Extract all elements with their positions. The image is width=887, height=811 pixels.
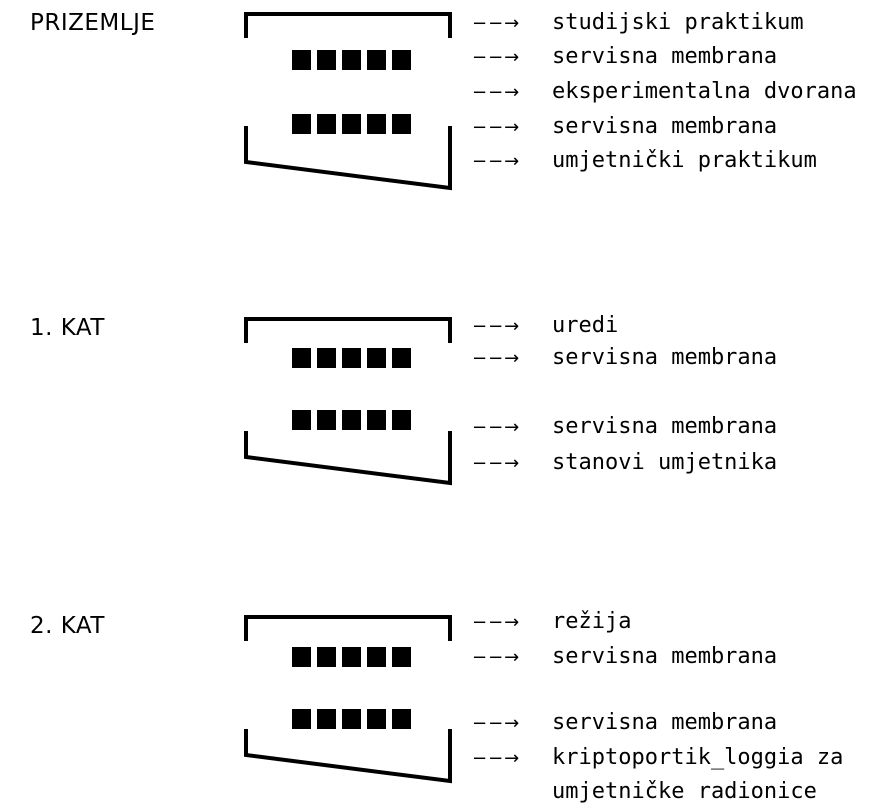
plan-blocks-bottom [292,709,411,729]
arrow-icon: −−→ [472,713,521,734]
plan-blocks-bottom [292,410,411,430]
arrow-icon: −−→ [472,417,521,438]
plan-blocks-bottom [292,114,411,134]
legend-item: −−→servisna membrana [472,42,777,72]
arrow-icon: −−→ [472,117,521,138]
plan-top-bracket [244,12,452,38]
level-prizemlje: PRIZEMLJE −−→studijski praktikum −−→serv… [0,0,887,200]
arrow-icon: −−→ [472,82,521,103]
legend-item: −−→režija [472,607,631,637]
legend-list: −−→režija −−→servisna membrana −−→servis… [472,603,887,804]
level-label: 2. KAT [30,613,105,639]
legend-item: −−→servisna membrana [472,412,777,442]
arrow-icon: −−→ [472,748,521,769]
plan-blocks-top [292,647,411,667]
level-2-kat: 2. KAT −−→režija −−→servisna membrana −−… [0,603,887,804]
legend-item: −−→studijski praktikum [472,8,804,38]
plan-bottom-bracket [244,729,452,784]
legend-item-continuation: umjetničke radionice [552,779,817,804]
legend-item: −−→kriptoportik_loggia za [472,743,843,773]
floor-plan-diagram [244,12,452,191]
plan-bottom-bracket [244,431,452,486]
level-label: 1. KAT [30,315,105,341]
legend-item: −−→servisna membrana [472,112,777,142]
legend-item: −−→servisna membrana [472,343,777,373]
plan-top-bracket [244,317,452,343]
legend-list: −−→studijski praktikum −−→servisna membr… [472,0,887,200]
legend-item: −−→uredi [472,311,618,341]
legend-item: −−→umjetnički praktikum [472,146,817,176]
legend-item: −−→servisna membrana [472,708,777,738]
arrow-icon: −−→ [472,348,521,369]
plan-blocks-top [292,348,411,368]
level-1-kat: 1. KAT −−→uredi −−→servisna membrana −−→… [0,305,887,505]
plan-blocks-top [292,50,411,70]
legend-item: −−→servisna membrana [472,642,777,672]
arrow-icon: −−→ [472,316,521,337]
plan-top-bracket [244,615,452,641]
arrow-icon: −−→ [472,151,521,172]
legend-item: −−→stanovi umjetnika [472,448,777,478]
arrow-icon: −−→ [472,47,521,68]
plan-bottom-bracket [244,126,452,191]
legend-item: −−→eksperimentalna dvorana [472,77,857,107]
floor-plan-diagram [244,317,452,486]
legend-list: −−→uredi −−→servisna membrana −−→servisn… [472,305,887,505]
floor-plan-diagram [244,615,452,784]
arrow-icon: −−→ [472,647,521,668]
arrow-icon: −−→ [472,612,521,633]
level-label: PRIZEMLJE [30,10,156,36]
arrow-icon: −−→ [472,13,521,34]
arrow-icon: −−→ [472,453,521,474]
